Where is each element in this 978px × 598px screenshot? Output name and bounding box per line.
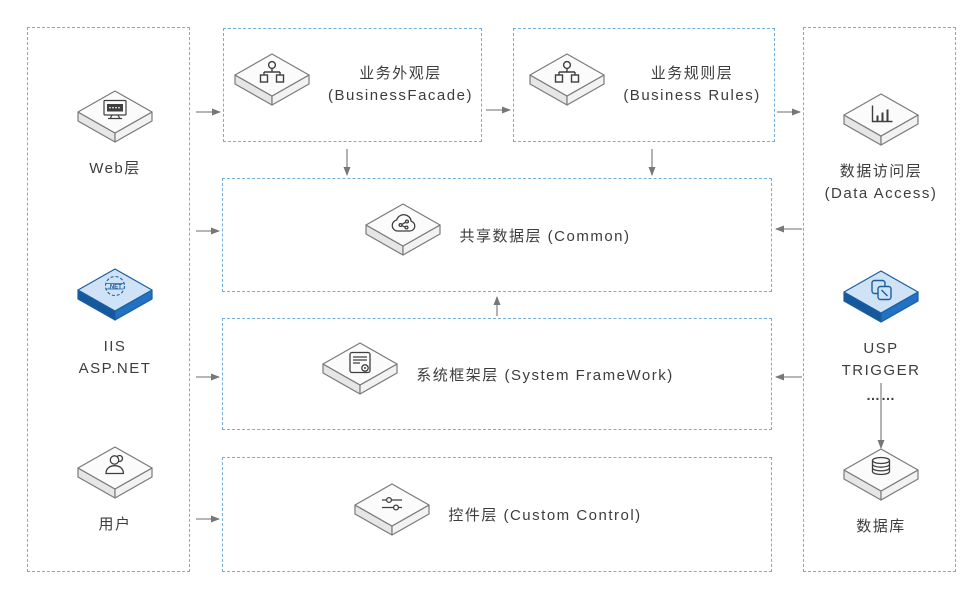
web-layer-node: Web层 <box>55 90 175 180</box>
data-access-title: 数据访问层 <box>839 163 923 180</box>
common-box: 共享数据层 (Common) <box>222 178 772 292</box>
data-access-node: 数据访问层 (Data Access) <box>811 93 951 205</box>
common-label: 共享数据层 (Common) <box>459 227 631 245</box>
iis-aspnet-node: .NET IIS ASP.NET <box>55 268 175 380</box>
person-icon <box>77 446 153 499</box>
rules-title: 业务规则层 <box>650 64 734 82</box>
framework-label: 系统框架层 (System FrameWork) <box>416 366 674 384</box>
rules-box: 业务规则层 (Business Rules) <box>513 28 775 142</box>
ellipsis-label: …… <box>866 386 896 403</box>
facade-box: 业务外观层 (BusinessFacade) <box>223 28 482 142</box>
user-node: 用户 <box>55 446 175 536</box>
iis-label: IIS <box>103 338 127 355</box>
pages-icon <box>843 270 919 323</box>
document-icon <box>322 342 398 395</box>
svg-text:.NET: .NET <box>108 285 122 291</box>
left-column-container <box>27 27 190 572</box>
browser-www-icon <box>77 90 153 143</box>
aspnet-label: ASP.NET <box>78 359 152 377</box>
facade-title: 业务外观层 <box>359 64 442 82</box>
right-column-container <box>803 27 956 572</box>
control-label: 控件层 (Custom Control) <box>448 507 642 524</box>
hierarchy-icon <box>529 53 605 106</box>
trigger-label: TRIGGER <box>841 361 921 379</box>
sliders-icon <box>354 482 430 536</box>
hierarchy-icon <box>234 53 310 106</box>
cloud-share-icon <box>365 203 442 256</box>
usp-trigger-node: USP TRIGGER …… <box>811 270 951 402</box>
bar-chart-icon <box>843 93 919 146</box>
database-label: 数据库 <box>856 518 906 535</box>
database-icon <box>843 448 919 501</box>
rules-subtitle: (Business Rules) <box>623 87 761 104</box>
web-layer-label: Web层 <box>89 160 141 177</box>
control-box: 控件层 (Custom Control) <box>222 457 772 572</box>
data-access-subtitle: (Data Access) <box>824 184 938 202</box>
facade-subtitle: (BusinessFacade) <box>328 87 473 104</box>
dotnet-globe-icon: .NET <box>77 268 153 321</box>
user-label: 用户 <box>98 516 132 533</box>
usp-label: USP <box>863 340 899 357</box>
framework-box: 系统框架层 (System FrameWork) <box>222 318 772 430</box>
database-node: 数据库 <box>811 448 951 538</box>
